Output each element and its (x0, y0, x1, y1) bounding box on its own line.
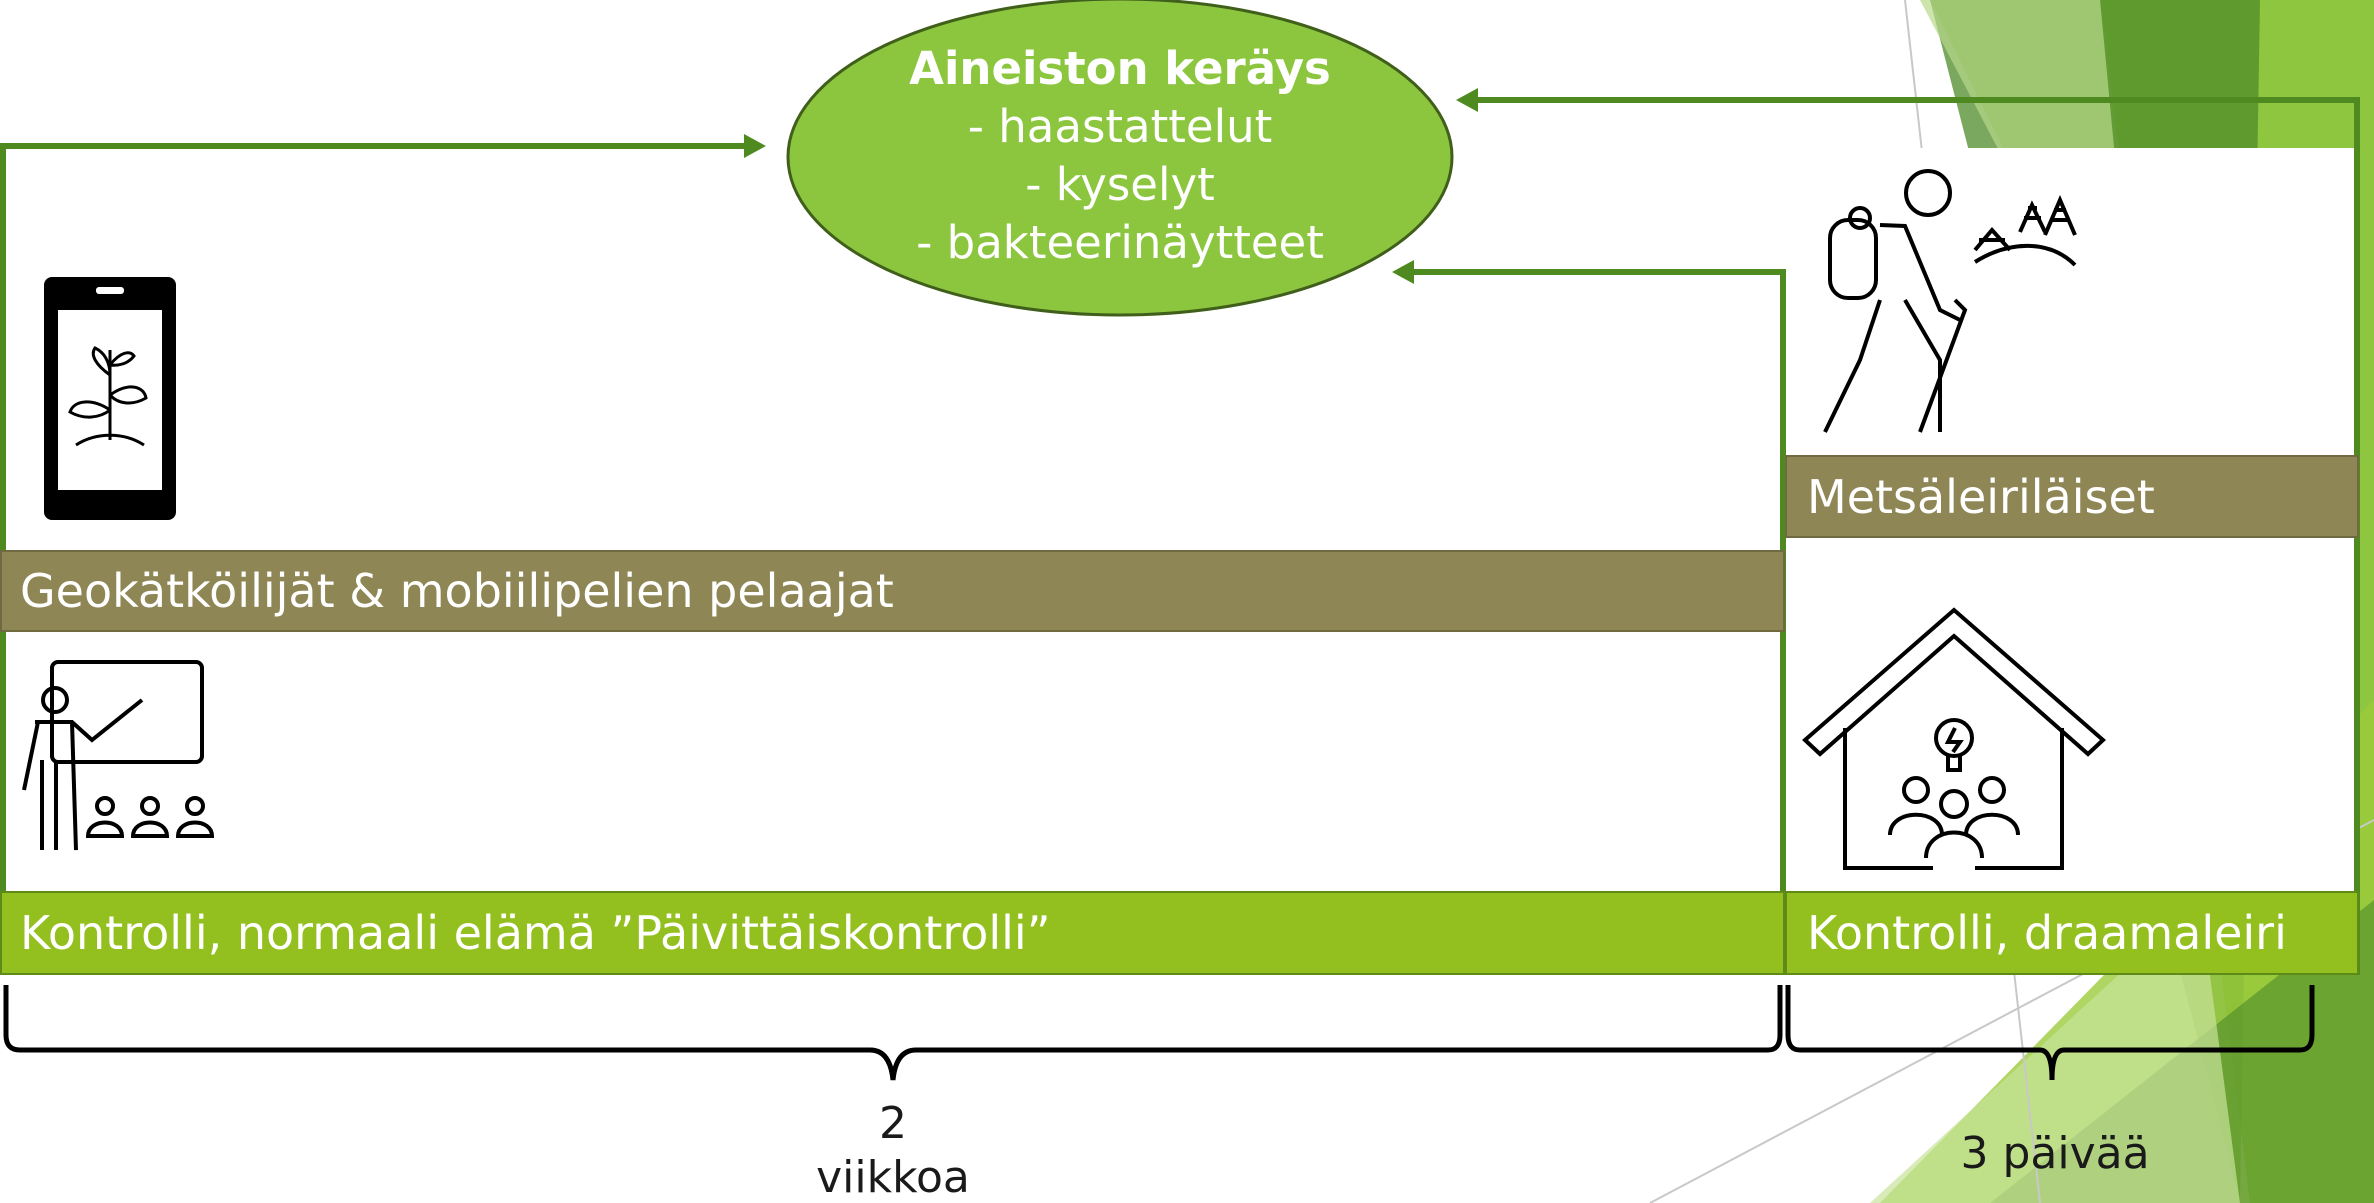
arrow-right-to-ellipse (1475, 97, 2360, 975)
teacher-audience-icon (22, 660, 215, 851)
data-collection-text: Aineiston keräys - haastattelut - kysely… (790, 40, 1450, 272)
group-forest-campers: Metsäleiriläiset (1785, 455, 2359, 538)
collection-item-bacteria-samples: - bakteerinäytteet (916, 216, 1324, 269)
arrow-mid-to-ellipse (1410, 269, 1786, 975)
duration-two-weeks-number: 2 (879, 1098, 907, 1149)
connector-arrows (0, 97, 2360, 975)
data-collection-title: Aineiston keräys (909, 42, 1331, 95)
hiker-forest-icon (1823, 169, 2077, 433)
data-collection-ellipse (786, 0, 1454, 317)
arrowhead-right (1456, 88, 1478, 112)
group-geocachers: Geokätköilijät & mobiilipelien pelaajat (0, 550, 1785, 632)
duration-three-days: 3 päivää (1960, 1128, 2150, 1179)
collection-item-surveys: - kyselyt (1025, 158, 1215, 211)
braces (3, 985, 2315, 1081)
arrow-left-to-ellipse (0, 143, 750, 975)
right-panel (1783, 148, 2357, 973)
duration-two-weeks-unit: viikkoa (816, 1152, 970, 1203)
group-daily-control: Kontrolli, normaali elämä ”Päivittäiskon… (0, 891, 1785, 975)
group-drama-control: Kontrolli, draamaleiri (1785, 891, 2359, 975)
collection-item-interviews: - haastattelut (967, 100, 1273, 153)
house-people-icon (1802, 607, 2106, 870)
brace-three-days (1785, 985, 2315, 1081)
arrowhead-mid (1392, 260, 1414, 284)
smartphone-plant-icon (44, 277, 176, 520)
brace-two-weeks (3, 985, 1783, 1081)
arrowhead-left (744, 134, 766, 158)
